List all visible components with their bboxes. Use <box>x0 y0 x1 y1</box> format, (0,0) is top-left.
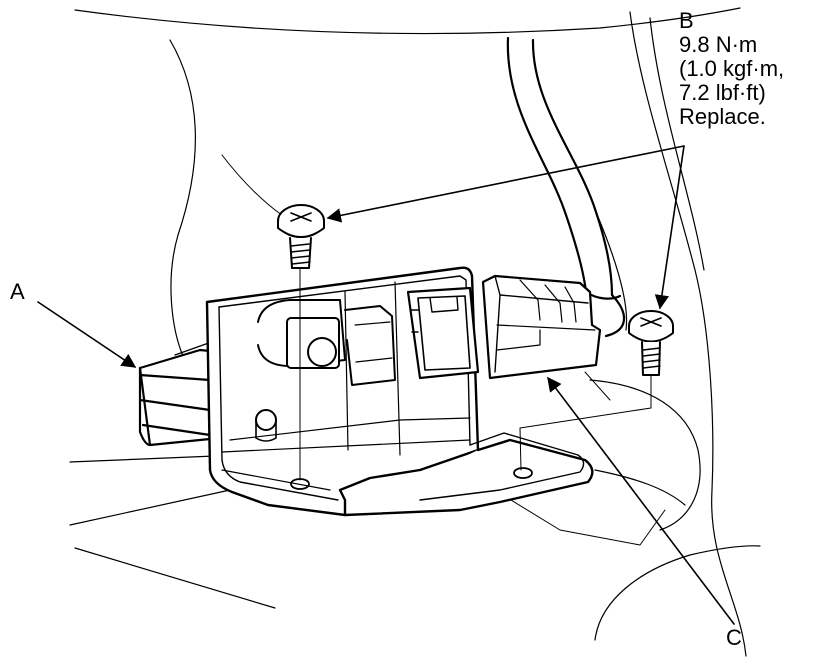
bolt-alignment-lines <box>299 267 652 481</box>
mounting-bracket <box>205 266 594 517</box>
arrow-a-leader <box>37 301 137 368</box>
vehicle-body-outline <box>69 7 761 657</box>
arrow-b-leader-right <box>654 145 685 310</box>
connector-c <box>406 274 602 380</box>
arrow-c-leader <box>547 376 735 625</box>
callout-b: B <box>679 8 694 33</box>
bolt-right <box>628 310 674 376</box>
arrow-b-leader-left <box>326 145 685 223</box>
torque-nm: 9.8 N·m <box>679 32 758 57</box>
callout-c: C <box>726 625 742 650</box>
torque-kgfm: (1.0 kgf·m, <box>679 56 785 81</box>
callout-a: A <box>10 279 25 304</box>
leader-arrows <box>37 145 735 625</box>
torque-lbfft: 7.2 lbf·ft) <box>679 80 766 105</box>
spec-block-b: B 9.8 N·m (1.0 kgf·m, 7.2 lbf·ft) Replac… <box>679 9 784 129</box>
wire-harness <box>506 36 628 338</box>
replace-note: Replace. <box>679 104 766 129</box>
bolt-left <box>277 204 325 269</box>
